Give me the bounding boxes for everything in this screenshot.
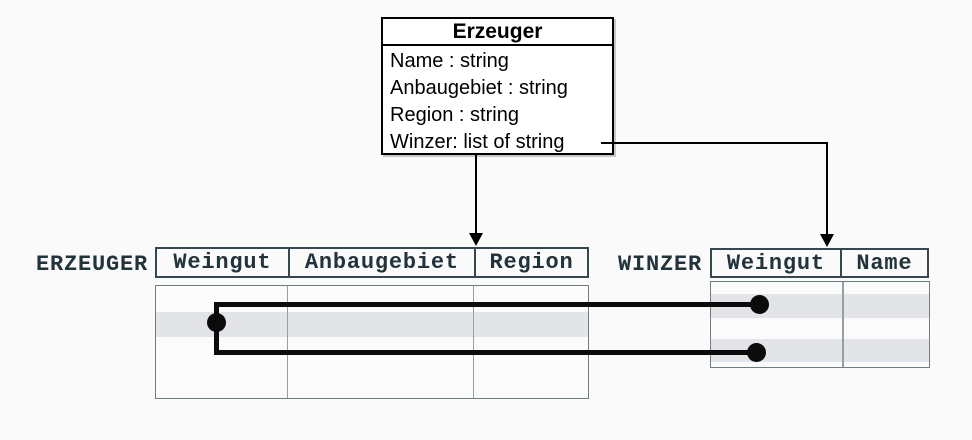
erzeuger-table-label: ERZEUGER	[36, 252, 149, 277]
row-link-top-line	[216, 302, 762, 307]
uml-attribute-region: Region : string	[390, 104, 519, 126]
uml-class-attributes: Name : string Anbaugebiet : string Regio…	[383, 46, 612, 156]
winzer-attr-link-vertical-line	[826, 142, 828, 234]
winzer-header-name: Name	[856, 250, 913, 276]
winzer-header-weingut: Weingut	[712, 250, 842, 276]
column-divider	[286, 286, 288, 398]
uml-attribute-anbaugebiet: Anbaugebiet : string	[390, 77, 568, 99]
arrow-down-icon	[469, 233, 483, 246]
erzeuger-highlighted-row	[156, 312, 588, 337]
row-link-bottom-line	[216, 350, 759, 355]
class-to-erzeuger-line	[475, 153, 477, 234]
winzer-header-row: Weingut Name	[710, 248, 929, 278]
uml-class-title: Erzeuger	[383, 19, 612, 46]
uml-attribute-name: Name : string	[390, 50, 509, 72]
connector-dot-icon	[747, 343, 766, 362]
erzeuger-header-row: Weingut Anbaugebiet Region	[155, 247, 589, 278]
uml-class-box: Erzeuger Name : string Anbaugebiet : str…	[381, 17, 614, 155]
winzer-table-label: WINZER	[618, 252, 703, 277]
erzeuger-header-weingut: Weingut	[157, 249, 290, 276]
connector-dot-icon	[750, 295, 769, 314]
column-divider	[472, 286, 474, 398]
column-divider	[842, 282, 844, 367]
connector-dot-icon	[207, 313, 226, 332]
erzeuger-header-anbaugebiet: Anbaugebiet	[290, 249, 477, 276]
erzeuger-header-region: Region	[489, 250, 574, 275]
arrow-down-icon	[820, 234, 834, 247]
uml-attribute-winzer: Winzer: list of string	[390, 131, 565, 153]
winzer-attr-link-horizontal-line	[601, 142, 828, 144]
winzer-highlighted-row-2	[711, 339, 929, 362]
